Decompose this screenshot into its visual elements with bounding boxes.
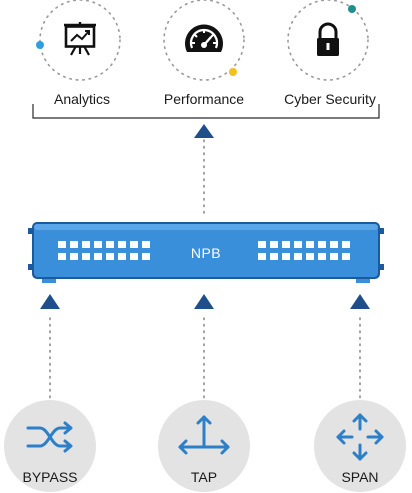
tap-split-arrows-icon [178, 415, 230, 455]
network-port [330, 241, 338, 248]
cyber-security-label: Cyber Security [284, 91, 376, 107]
network-port [258, 241, 266, 248]
tap-label: TAP [190, 469, 218, 485]
network-port [58, 253, 66, 260]
network-port [270, 253, 278, 260]
port-group-left [58, 241, 150, 260]
network-port [306, 241, 314, 248]
network-port [58, 241, 66, 248]
grouping-bracket [32, 104, 380, 119]
port-group-right [258, 241, 350, 260]
bypass-label: BYPASS [22, 469, 78, 485]
npb-device [28, 222, 384, 283]
network-port [294, 241, 302, 248]
network-port [306, 253, 314, 260]
performance-node [163, 0, 245, 81]
accent-dot-yellow [229, 68, 237, 76]
network-port [106, 253, 114, 260]
analytics-label: Analytics [53, 91, 111, 107]
four-way-arrows-icon [336, 413, 384, 461]
network-port [130, 241, 138, 248]
network-port [142, 241, 150, 248]
network-port [270, 241, 278, 248]
span-uplink [350, 294, 370, 399]
presentation-chart-icon [64, 22, 96, 56]
padlock-icon [317, 22, 339, 56]
speedometer-icon [185, 24, 223, 52]
network-port [70, 241, 78, 248]
network-port [94, 253, 102, 260]
bypass-uplink [40, 294, 60, 399]
network-port [130, 253, 138, 260]
analytics-node [39, 0, 121, 81]
network-port [294, 253, 302, 260]
network-port [82, 253, 90, 260]
cyber-security-node [287, 0, 369, 81]
network-port [342, 253, 350, 260]
network-port [142, 253, 150, 260]
npb-label: NPB [190, 245, 222, 261]
network-port [118, 253, 126, 260]
shuffle-arrows-icon [26, 421, 73, 453]
network-port [318, 253, 326, 260]
network-port [342, 241, 350, 248]
accent-dot-blue [36, 41, 44, 49]
network-port [94, 241, 102, 248]
uplink-arrowhead [194, 124, 214, 138]
bypass-node [4, 400, 96, 492]
network-port [282, 241, 290, 248]
span-label: SPAN [341, 469, 379, 485]
network-port [118, 241, 126, 248]
network-port [282, 253, 290, 260]
network-port [106, 241, 114, 248]
performance-label: Performance [163, 91, 245, 107]
network-port [330, 253, 338, 260]
tap-uplink [194, 294, 214, 399]
network-port [318, 241, 326, 248]
network-port [258, 253, 266, 260]
network-port [82, 241, 90, 248]
network-port [70, 253, 78, 260]
accent-dot-teal [348, 5, 356, 13]
